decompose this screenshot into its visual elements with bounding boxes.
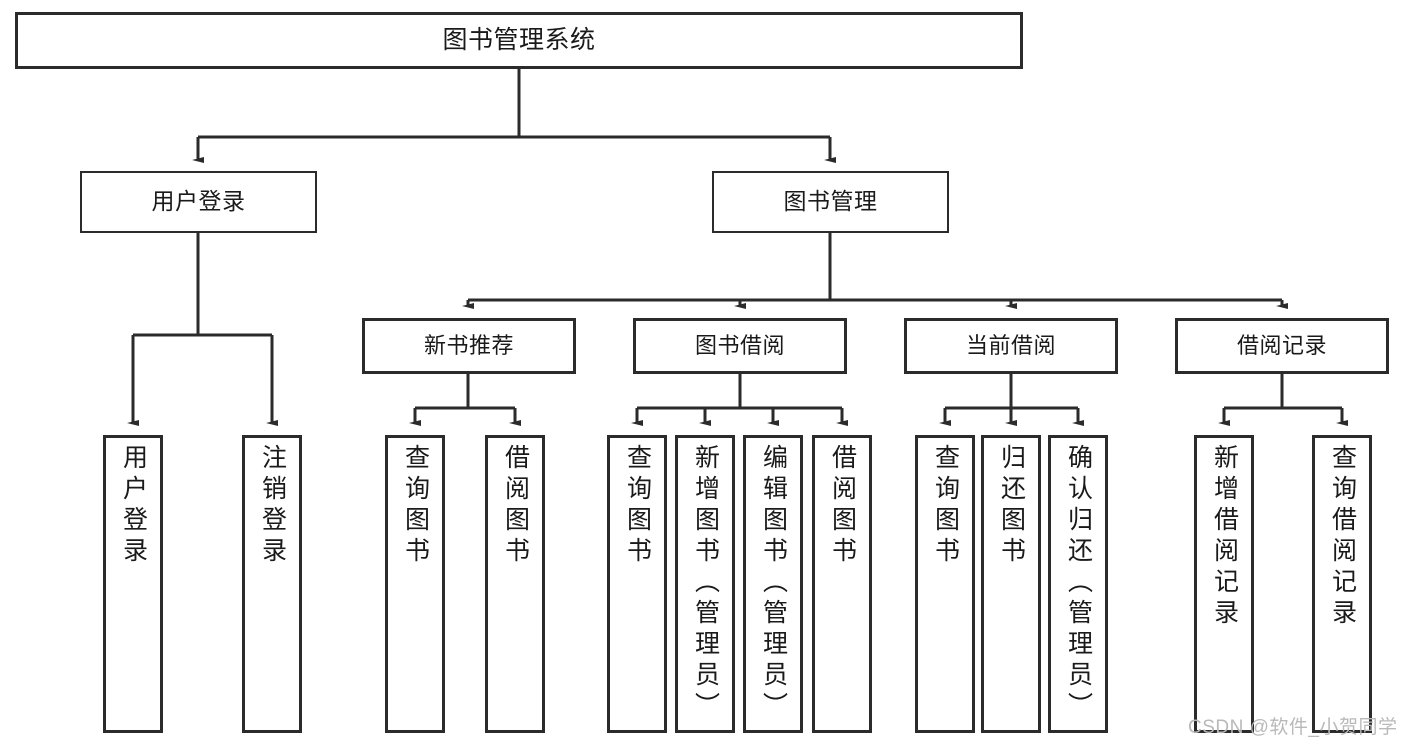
node-label: 图书借阅: [694, 333, 785, 359]
leaf-user-login-logout[interactable]: 注销登录: [242, 435, 302, 733]
node-label: 用户登录: [119, 444, 148, 568]
leaf-new-book-query-book[interactable]: 查询图书: [385, 435, 445, 733]
node-label: 图书管理: [783, 188, 878, 215]
node-label: 查询借阅记录: [1328, 444, 1357, 630]
node-label: 归还图书: [997, 444, 1026, 568]
node-label: 图书管理系统: [442, 25, 596, 54]
node-user-login[interactable]: 用户登录: [80, 171, 317, 233]
node-label: 新增借阅记录: [1210, 444, 1239, 630]
node-new-book-recommend[interactable]: 新书推荐: [362, 318, 576, 374]
node-label: 当前借阅: [965, 333, 1056, 359]
node-book-borrow[interactable]: 图书借阅: [633, 318, 847, 374]
node-label: 借阅记录: [1236, 333, 1327, 359]
node-label: 新增图书（管理员）: [691, 444, 720, 723]
node-label: 编辑图书（管理员）: [759, 444, 788, 723]
leaf-book-borrow-borrow-book[interactable]: 借阅图书: [812, 435, 872, 733]
node-label: 查询图书: [401, 444, 430, 568]
node-current-borrow[interactable]: 当前借阅: [904, 318, 1118, 374]
node-label: 新书推荐: [423, 333, 514, 359]
leaf-current-borrow-return-book[interactable]: 归还图书: [981, 435, 1041, 733]
node-root-book-management-system[interactable]: 图书管理系统: [15, 12, 1023, 69]
node-label: 注销登录: [258, 444, 287, 568]
leaf-book-borrow-query-book[interactable]: 查询图书: [607, 435, 667, 733]
node-label: 借阅图书: [828, 444, 857, 568]
leaf-borrow-record-add-record[interactable]: 新增借阅记录: [1194, 435, 1254, 733]
node-borrow-record[interactable]: 借阅记录: [1175, 318, 1389, 374]
leaf-user-login-login[interactable]: 用户登录: [103, 435, 163, 733]
leaf-current-borrow-confirm-return-admin[interactable]: 确认归还（管理员）: [1048, 435, 1108, 733]
node-label: 确认归还（管理员）: [1064, 444, 1093, 723]
leaf-current-borrow-query-book[interactable]: 查询图书: [915, 435, 975, 733]
leaf-book-borrow-add-book-admin[interactable]: 新增图书（管理员）: [675, 435, 735, 733]
node-label: 查询图书: [931, 444, 960, 568]
node-label: 查询图书: [623, 444, 652, 568]
csdn-watermark: CSDN @软件_小贺同学: [1188, 717, 1398, 738]
node-label: 借阅图书: [501, 444, 530, 568]
leaf-book-borrow-edit-book-admin[interactable]: 编辑图书（管理员）: [743, 435, 803, 733]
leaf-borrow-record-query-record[interactable]: 查询借阅记录: [1312, 435, 1372, 733]
node-book-management[interactable]: 图书管理: [712, 171, 949, 233]
leaf-new-book-borrow-book[interactable]: 借阅图书: [485, 435, 545, 733]
node-label: 用户登录: [151, 188, 246, 215]
